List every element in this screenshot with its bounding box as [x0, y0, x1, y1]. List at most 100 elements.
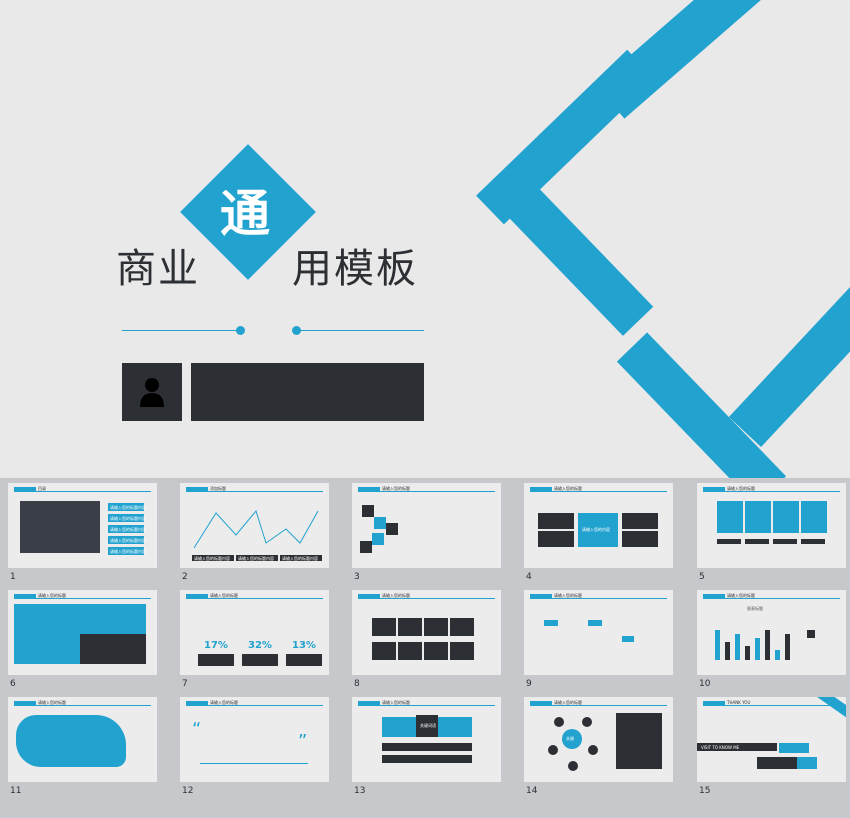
title-slide-preview[interactable]: 商业 通 用模板: [0, 0, 850, 478]
slide-thumbnail-15[interactable]: THANK YOU VISIT TO KNOW ME: [697, 697, 846, 782]
bracket-right-bar: [728, 285, 850, 448]
slide-number: 4: [526, 572, 532, 582]
bar-left: [382, 717, 416, 737]
table-col: [372, 642, 396, 660]
grid-block: [538, 531, 574, 547]
thumb-header-accent: [530, 701, 552, 705]
thumb-header-accent: [358, 487, 380, 491]
slide-number: 10: [699, 679, 711, 689]
line-chart: [193, 509, 319, 549]
thumb-header-line: [186, 598, 323, 599]
thumb-header-line: [703, 598, 840, 599]
thumb-header-line: [186, 705, 323, 706]
thumb-header-accent: [530, 487, 552, 491]
thumb-title: 目录: [38, 486, 46, 491]
divider-dot-right: [292, 326, 301, 335]
chart-label-text: 请输入您的标题内容: [194, 556, 230, 561]
toc-item-label: 请输入您的标题内容: [110, 538, 146, 543]
info-caption: [773, 539, 797, 544]
grid-block: [538, 513, 574, 529]
slide-number: 15: [699, 786, 711, 796]
slide-thumbnail-10[interactable]: 请输入您的标题图表标题: [697, 590, 846, 675]
thumb-title: 请输入您的标题: [554, 700, 582, 705]
thumb-title: 请输入您的标题: [38, 700, 66, 705]
thumb-title: 请输入您的标题: [38, 593, 66, 598]
bracket-upper-left-bar: [476, 49, 655, 225]
slide-thumbnail-12[interactable]: 请输入您的标题“”: [180, 697, 329, 782]
chart-label-text: 请输入您的标题内容: [282, 556, 318, 561]
thumb-header-line: [703, 491, 840, 492]
slide-number: 8: [354, 679, 360, 689]
slide-thumbnail-14[interactable]: 请输入您的标题关键: [524, 697, 673, 782]
stat-value: 32%: [248, 640, 272, 651]
info-caption: [801, 539, 825, 544]
rule: [200, 763, 308, 764]
bar: [725, 642, 730, 660]
thumb-header-accent: [358, 701, 380, 705]
thumb-title: 请输入您的标题: [554, 593, 582, 598]
thumb-header-line: [530, 491, 667, 492]
slide-thumbnail-9[interactable]: 请输入您的标题: [524, 590, 673, 675]
thumb-header-accent: [703, 701, 725, 705]
cycle-center: 关键: [562, 729, 582, 749]
legend-box: [807, 630, 815, 638]
toc-item: 请输入您的标题内容: [108, 525, 146, 533]
thumb-header-accent: [186, 594, 208, 598]
block: [360, 541, 372, 553]
slide-number: 6: [10, 679, 16, 689]
slide-thumbnail-1[interactable]: 目录请输入您的标题内容请输入您的标题内容请输入您的标题内容请输入您的标题内容请输…: [8, 483, 157, 568]
banner-text: VISIT TO KNOW ME: [701, 745, 740, 750]
block: [374, 517, 386, 529]
divider-dot-left: [236, 326, 245, 335]
cycle-node: [568, 761, 578, 771]
stat-box: [198, 654, 234, 666]
thumb-header-line: [530, 705, 667, 706]
presenter-bar: [191, 363, 424, 421]
chart-label: 请输入您的标题内容: [280, 555, 322, 561]
slide-thumbnail-8[interactable]: 请输入您的标题: [352, 590, 501, 675]
grid-block: [622, 513, 658, 529]
bar-right: [438, 717, 472, 737]
stat-box: [242, 654, 278, 666]
world-map: [16, 715, 126, 767]
title-right: 用模板: [292, 246, 418, 292]
thumb-header-accent: [186, 487, 208, 491]
thumb-image: [20, 501, 100, 553]
chart-label: 请输入您的标题内容: [192, 555, 234, 561]
slide-thumbnail-11[interactable]: 请输入您的标题: [8, 697, 157, 782]
quad: [80, 634, 146, 664]
slide-thumbnail-2[interactable]: 添加标题请输入您的标题内容请输入您的标题内容请输入您的标题内容: [180, 483, 329, 568]
keyword-text: 关键词语: [420, 723, 436, 728]
thumb-header-line: [530, 598, 667, 599]
bar: [765, 630, 770, 660]
thumb-header-accent: [14, 594, 36, 598]
table-col: [424, 618, 448, 636]
toc-item: 请输入您的标题内容: [108, 536, 146, 544]
divider-line-right: [300, 330, 424, 331]
slide-number: 12: [182, 786, 194, 796]
thumb-header-line: [358, 491, 495, 492]
table-col: [450, 642, 474, 660]
slide-thumbnail-13[interactable]: 请输入您的标题关键词语: [352, 697, 501, 782]
center-text: 请输入您的内容: [582, 527, 610, 532]
chart-label: 请输入您的标题内容: [236, 555, 278, 561]
slide-number: 3: [354, 572, 360, 582]
center-block: 请输入您的内容: [578, 513, 618, 547]
slide-thumbnail-5[interactable]: 请输入您的标题: [697, 483, 846, 568]
slide-thumbnail-6[interactable]: 请输入您的标题: [8, 590, 157, 675]
bar: [755, 638, 760, 660]
thumb-title: THANK YOU: [727, 700, 751, 705]
thumb-header-line: [358, 705, 495, 706]
cycle-node: [588, 745, 598, 755]
slide-thumbnail-3[interactable]: 请输入您的标题: [352, 483, 501, 568]
icon-row: [622, 636, 634, 642]
thumb-header-line: [14, 491, 151, 492]
toc-item-label: 请输入您的标题内容: [110, 527, 146, 532]
quote-close: ”: [298, 731, 308, 752]
toc-item: 请输入您的标题内容: [108, 503, 146, 511]
icon-row: [544, 620, 558, 626]
slide-number: 13: [354, 786, 366, 796]
quote-open: “: [192, 719, 202, 740]
slide-thumbnail-4[interactable]: 请输入您的标题请输入您的内容: [524, 483, 673, 568]
